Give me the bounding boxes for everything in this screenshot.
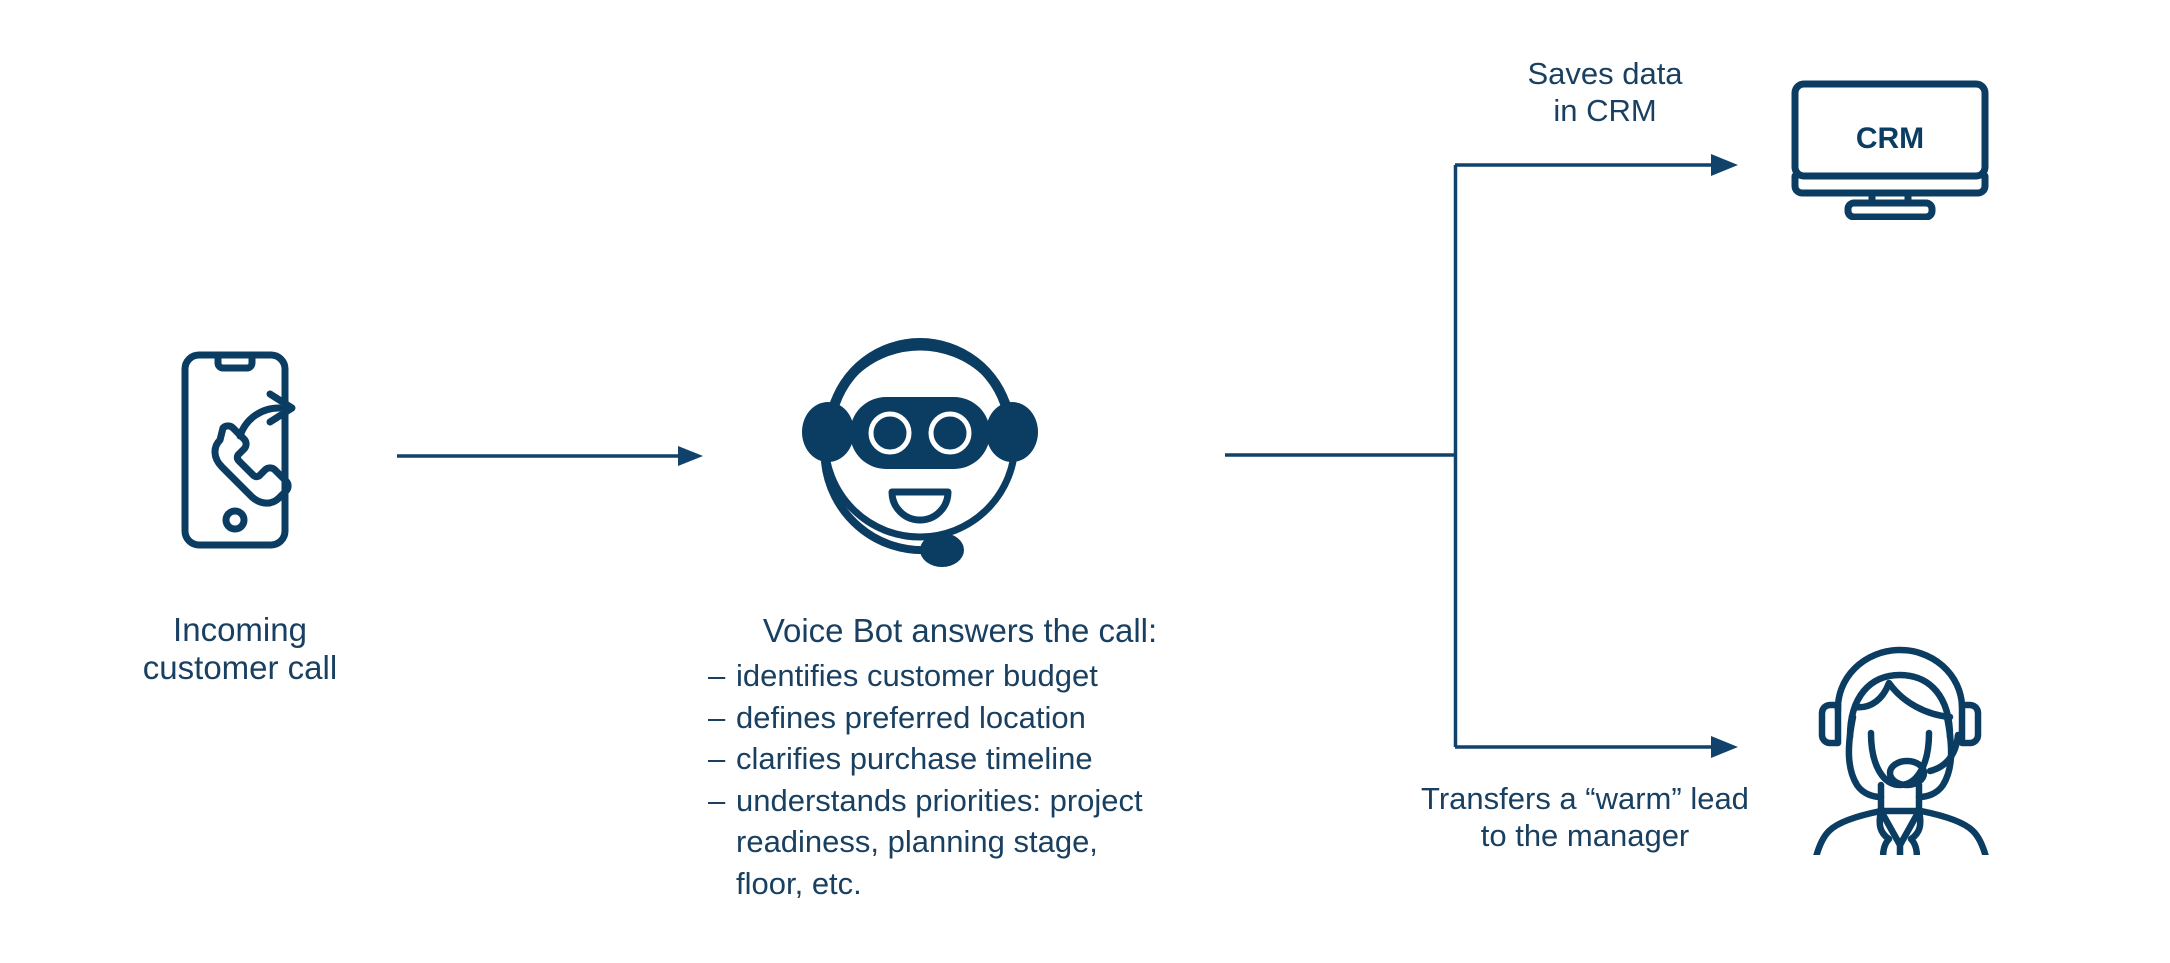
bullet-text: understands priorities: project readines…: [736, 782, 1143, 901]
bullet-text: defines preferred location: [736, 699, 1086, 735]
crm-screen-text: CRM: [1856, 122, 1924, 155]
transfers-warm-lead-label: Transfers a “warm” lead to the manager: [1395, 780, 1775, 854]
bullet-dash: –: [708, 699, 726, 735]
voice-bot-bullet-list: – identifies customer budget – defines p…: [708, 655, 1328, 904]
list-item: – understands priorities: project readin…: [708, 780, 1328, 905]
arrow-phone-to-bot: [395, 436, 705, 476]
incoming-call-label: Incoming customer call: [40, 611, 440, 688]
manager-label-line1: Transfers a “warm” lead: [1421, 781, 1749, 816]
bullet-dash: –: [708, 741, 726, 777]
crm-label-line2: in CRM: [1553, 93, 1657, 129]
voice-bot-title: Voice Bot answers the call:: [762, 612, 1158, 649]
bullet-dash: –: [708, 658, 726, 693]
manager-label-line2: to the manager: [1480, 818, 1690, 854]
voice-bot-headset-icon: [795, 332, 1045, 577]
list-item: – identifies customer budget: [708, 655, 1328, 697]
bullet-text: identifies customer budget: [736, 658, 1098, 693]
saves-data-in-crm-label: Saves data in CRM: [1445, 55, 1765, 129]
mobile-phone-outgoing-call-icon: [180, 350, 310, 550]
crm-label-line1: Saves data: [1527, 56, 1683, 91]
desktop-monitor-icon: CRM: [1790, 80, 1990, 221]
incoming-call-label-line2: customer call: [142, 649, 338, 687]
bullet-text: clarifies purchase timeline: [736, 741, 1093, 777]
list-item: – clarifies purchase timeline: [708, 738, 1328, 780]
call-center-agent-icon: [1795, 625, 2005, 891]
list-item: – defines preferred location: [708, 697, 1328, 739]
incoming-call-label-line1: Incoming: [173, 611, 307, 648]
bullet-dash: –: [708, 782, 726, 818]
branch-connector: [1225, 140, 1755, 780]
